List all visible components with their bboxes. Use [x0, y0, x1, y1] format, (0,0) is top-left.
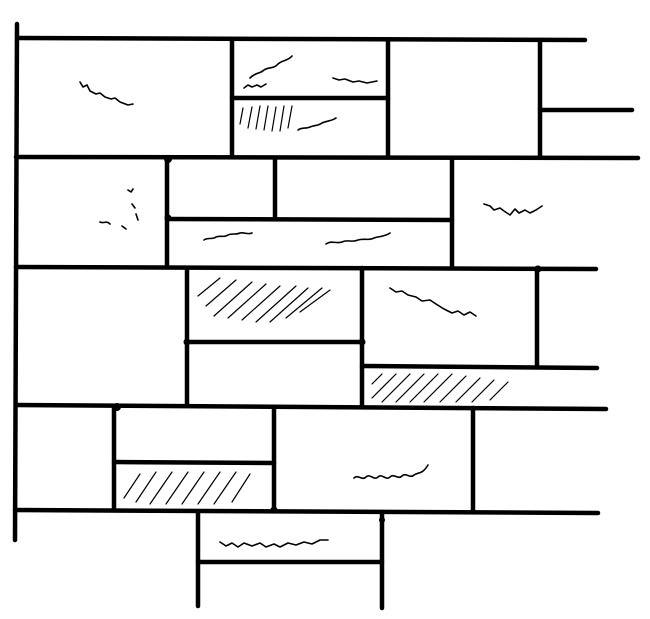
- hatch-line: [255, 285, 297, 323]
- hatch-line: [241, 285, 281, 321]
- hatch-line: [239, 107, 244, 125]
- hatch-line: [197, 277, 221, 297]
- bed-joint-1: [13, 154, 641, 161]
- texture-scribble: [483, 203, 543, 216]
- joint-dot: [358, 338, 366, 346]
- texture-scribble: [219, 539, 329, 548]
- course-5: [195, 509, 385, 611]
- bed-joint-4: [12, 507, 601, 516]
- hatch-line: [439, 375, 467, 403]
- texture-scribble: [389, 287, 477, 317]
- hatch-line: [165, 471, 189, 505]
- texture-scribble: [79, 81, 134, 106]
- texture-scribble: [297, 117, 337, 131]
- course-3-split-right: [359, 363, 600, 371]
- hatch-line: [227, 283, 267, 319]
- wall-left-edge: [12, 21, 20, 543]
- hatch-line: [381, 373, 411, 403]
- bed-joint-3: [13, 402, 609, 412]
- texture-scribble: [249, 55, 293, 79]
- hatch-line: [231, 473, 251, 503]
- stone-texture: [79, 55, 543, 548]
- hatch-line: [395, 373, 425, 403]
- course-2: [164, 155, 455, 271]
- wall-edge: [12, 21, 20, 543]
- hatch-line: [455, 377, 481, 403]
- texture-scribble: [332, 77, 378, 84]
- hatch-line: [371, 373, 383, 385]
- hatch-line: [135, 471, 157, 503]
- hatch-line: [299, 289, 331, 313]
- hatch-line: [279, 105, 285, 132]
- hatch-line: [489, 381, 509, 401]
- texture-scribble: [99, 188, 139, 230]
- texture-scribble: [325, 232, 391, 245]
- hatch-line: [285, 287, 323, 319]
- texture-scribble: [353, 464, 429, 480]
- joint-dot: [379, 517, 385, 523]
- hatch-line: [197, 471, 221, 505]
- hatch-line: [213, 281, 253, 317]
- hatch-line: [205, 279, 237, 307]
- joint-dots: [113, 155, 542, 523]
- texture-scribble: [243, 83, 267, 89]
- hatch-line: [471, 379, 495, 403]
- hatch-line: [247, 106, 253, 129]
- hatch-line: [271, 106, 277, 132]
- hatch-line: [149, 471, 173, 505]
- bed-joint-top: [15, 35, 588, 43]
- hatch-line: [371, 373, 397, 399]
- hatch-line: [123, 473, 141, 499]
- hatch-line: [287, 105, 293, 129]
- texture-scribble: [203, 231, 253, 241]
- joint-dot: [164, 155, 172, 163]
- joint-dot: [270, 506, 278, 514]
- joint-dot: [534, 265, 542, 273]
- joint-dot: [183, 338, 191, 346]
- hatch-line: [181, 471, 205, 505]
- hatch-line: [269, 287, 309, 323]
- course-3: [184, 265, 600, 409]
- hatch-line: [213, 471, 237, 505]
- hatch-line: [423, 373, 453, 403]
- joint-dot: [164, 214, 172, 222]
- hatch-line: [263, 105, 269, 131]
- joint-dot: [113, 403, 121, 411]
- course-1: [229, 37, 635, 160]
- course-2-split: [164, 216, 455, 223]
- bed-joint-2: [13, 264, 599, 272]
- hatched-stones: [123, 105, 509, 505]
- hatch-line: [409, 373, 439, 403]
- course-4: [111, 403, 476, 515]
- hatch-line: [255, 105, 261, 130]
- course-4-split: [111, 459, 277, 466]
